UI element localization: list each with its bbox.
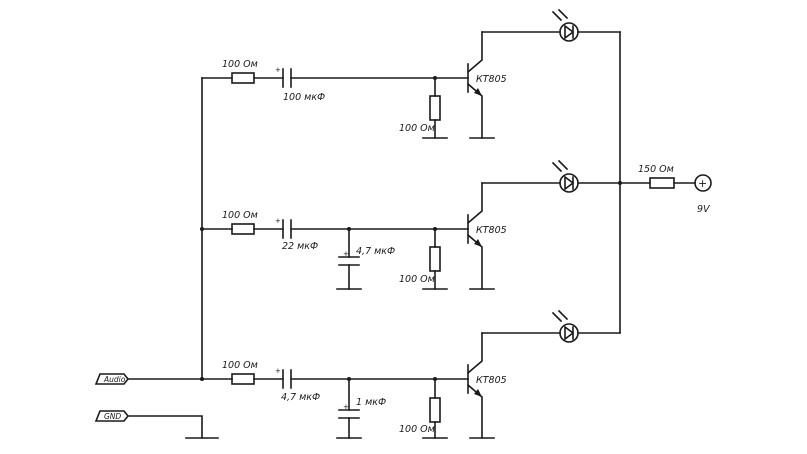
gnd-wire (127, 415, 203, 439)
junction (618, 181, 622, 185)
resistor-150 (649, 177, 675, 189)
resistor-r3 (231, 373, 255, 385)
c3-polarity-mark: + (275, 367, 281, 375)
resistor-bias-1 (429, 95, 441, 121)
r3-label: 100 Ом (222, 360, 258, 371)
transistor-q3 (466, 332, 483, 439)
supply-terminal (694, 174, 712, 192)
capacitor-c1 (282, 68, 292, 88)
resistor-r1 (231, 72, 255, 84)
c-shunt-2-label: 4,7 мкФ (356, 246, 395, 257)
led-1 (551, 8, 579, 42)
c3-label: 4,7 мкФ (281, 392, 320, 403)
channel-1: 100 Ом + 100 мкФ 100 Ом КТ805 (201, 8, 621, 139)
channel-2: 100 Ом + 22 мкФ + 4,7 мкФ 100 Ом КТ805 (201, 159, 651, 290)
transistor-q2 (466, 182, 483, 290)
c1-polarity-mark: + (275, 66, 281, 74)
resistor-r2 (231, 223, 255, 235)
rbias2-label: 100 Ом (399, 274, 435, 285)
c2-label: 22 мкФ (282, 241, 318, 252)
resistor-bias-2 (429, 246, 441, 272)
q1-label: КТ805 (476, 74, 507, 85)
gnd-input-connector: GND (94, 410, 130, 422)
audio-label: Audio (103, 375, 126, 384)
c-shunt-2-polarity-mark: + (343, 250, 349, 258)
r1-label: 100 Ом (222, 59, 258, 70)
rbias1-label: 100 Ом (399, 123, 435, 134)
c-shunt-3-polarity-mark: + (343, 403, 349, 411)
led-3 (551, 309, 579, 343)
audio-input-connector: Audio (94, 373, 130, 385)
gnd-label: GND (104, 412, 121, 421)
c2-polarity-mark: + (275, 217, 281, 225)
capacitor-shunt-2 (338, 256, 360, 266)
r150-label: 150 Ом (638, 164, 674, 175)
capacitor-c2 (282, 219, 292, 239)
capacitor-shunt-3 (338, 409, 360, 419)
channel-3: 100 Ом + 4,7 мкФ + 1 мкФ 100 Ом КТ805 (201, 309, 621, 439)
transistor-q1 (466, 31, 483, 139)
supply-label: 9V (697, 204, 711, 215)
led-2 (551, 159, 579, 193)
r2-label: 100 Ом (222, 210, 258, 221)
supply-symbol: + (698, 177, 707, 190)
c1-label: 100 мкФ (283, 92, 325, 103)
q2-label: КТ805 (476, 225, 507, 236)
resistor-bias-3 (429, 397, 441, 423)
rbias3-label: 100 Ом (399, 424, 435, 435)
capacitor-c3 (282, 369, 292, 389)
q3-label: КТ805 (476, 375, 507, 386)
c-shunt-3-label: 1 мкФ (356, 397, 386, 408)
